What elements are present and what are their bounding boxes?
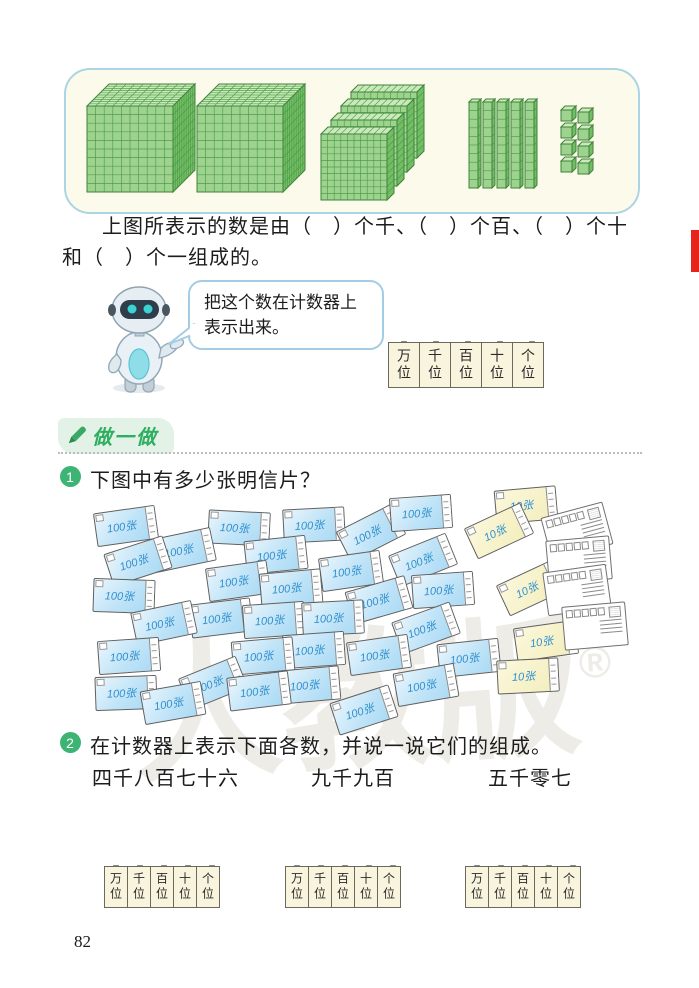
question-2-text: 在计数器上表示下面各数，并说一说它们的组成。 xyxy=(90,736,552,758)
place-label: 十位 xyxy=(177,872,192,902)
fill-in-question: 上图所表示的数是由（ ）个千、（ ）个百、（ ）个十 和（ ）个一组成的。 xyxy=(62,212,642,274)
robot-mascot xyxy=(108,286,185,393)
postcard-bundle-100: 100张 xyxy=(226,670,292,712)
place-label: 十位 xyxy=(489,348,505,382)
place-label: 百位 xyxy=(335,872,350,902)
place-label-box: 十位 xyxy=(173,866,197,908)
counter-rod xyxy=(390,865,396,866)
place-label: 十位 xyxy=(538,872,553,902)
place-label-box: 千位 xyxy=(127,866,151,908)
question-2-number: 2 xyxy=(60,732,81,753)
place-label-box: 千位 xyxy=(308,866,332,908)
place-label: 个位 xyxy=(561,872,576,902)
speech-text: 把这个数在计数器上表示出来。 xyxy=(204,293,357,337)
number-word-1: 四千八百七十六 xyxy=(92,768,239,790)
place-label: 千位 xyxy=(427,348,443,382)
place-label-box: 百位 xyxy=(511,866,535,908)
section-title: 做一做 xyxy=(92,427,158,449)
counter-rod xyxy=(113,865,119,866)
place-label: 千位 xyxy=(312,872,327,902)
base-ten-blocks-panel xyxy=(64,68,640,214)
postcard-bundle-100: 100张 xyxy=(345,633,413,677)
place-label-box: 万位 xyxy=(285,866,309,908)
counter-rod xyxy=(497,341,503,342)
page-edge-tab xyxy=(691,230,699,272)
counter-abacus-3: 万位千位百位十位个位 xyxy=(465,802,585,908)
counter-rod xyxy=(294,865,300,866)
counter-rod xyxy=(529,341,535,342)
section-banner: 做一做 xyxy=(58,418,174,454)
base-ten-blocks-illustration xyxy=(85,82,595,202)
counter-rod xyxy=(522,865,528,866)
postcard-bundle-100: 100张 xyxy=(392,662,460,708)
pencil-icon xyxy=(68,426,86,444)
postcard-bundle-10: 10张 xyxy=(496,657,560,695)
dotted-separator xyxy=(58,452,642,454)
question-1-text: 下图中有多少张明信片？ xyxy=(90,470,321,492)
page-number: 82 xyxy=(74,932,91,951)
place-label-box: 千位 xyxy=(419,342,451,388)
counter-rod xyxy=(498,865,504,866)
place-label: 万位 xyxy=(469,872,484,902)
place-label: 个位 xyxy=(520,348,536,382)
place-label-box: 十位 xyxy=(534,866,558,908)
place-label: 百位 xyxy=(458,348,474,382)
counter-abacus-2: 万位千位百位十位个位 xyxy=(285,802,405,908)
number-word-2: 九千九百 xyxy=(311,768,395,790)
place-label-box: 十位 xyxy=(354,866,378,908)
counter-rod xyxy=(161,865,167,866)
place-label: 万位 xyxy=(108,872,123,902)
counter-rod xyxy=(366,865,372,866)
place-label-box: 万位 xyxy=(104,866,128,908)
place-label: 个位 xyxy=(381,872,396,902)
question-1-number: 1 xyxy=(60,466,81,487)
fill-in-line-2: 和（ ）个一组成的。 xyxy=(62,247,272,269)
question-2: 2 在计数器上表示下面各数，并说一说它们的组成。 xyxy=(60,730,660,759)
place-label-box: 个位 xyxy=(557,866,581,908)
place-label-box: 百位 xyxy=(331,866,355,908)
place-label: 百位 xyxy=(154,872,169,902)
speech-bubble-tail xyxy=(168,323,196,345)
counter-rod xyxy=(546,865,552,866)
counter-rod xyxy=(185,865,191,866)
postcard-bundle-100: 100张 xyxy=(388,493,454,533)
place-label: 千位 xyxy=(131,872,146,902)
postcard-bundle-10: 10张 xyxy=(463,502,535,560)
place-label-box: 百位 xyxy=(150,866,174,908)
place-label: 百位 xyxy=(515,872,530,902)
counter-rod xyxy=(474,865,480,866)
place-label-box: 个位 xyxy=(377,866,401,908)
postcard-single xyxy=(561,601,629,651)
place-label-box: 百位 xyxy=(450,342,482,388)
place-label-box: 千位 xyxy=(488,866,512,908)
place-label: 个位 xyxy=(200,872,215,902)
place-label-box: 个位 xyxy=(196,866,220,908)
place-label: 千位 xyxy=(492,872,507,902)
counter-rod xyxy=(570,865,576,866)
counter-abacus: 万位千位百位十位个位 xyxy=(388,266,548,388)
place-label-box: 万位 xyxy=(388,342,420,388)
speech-bubble: 把这个数在计数器上表示出来。 xyxy=(188,280,384,350)
counter-rod xyxy=(401,341,407,342)
question-1: 1 下图中有多少张明信片？ xyxy=(60,464,321,493)
counter-rod xyxy=(433,341,439,342)
counter-rod xyxy=(465,341,471,342)
counter-rod xyxy=(209,865,215,866)
place-label: 十位 xyxy=(358,872,373,902)
place-label: 万位 xyxy=(289,872,304,902)
place-label-box: 万位 xyxy=(465,866,489,908)
counter-rod xyxy=(137,865,143,866)
number-words-row: 四千八百七十六 九千九百 五千零七 xyxy=(92,762,632,790)
counter-rod xyxy=(318,865,324,866)
place-label-box: 十位 xyxy=(481,342,513,388)
counter-rod xyxy=(342,865,348,866)
counter-abacus-1: 万位千位百位十位个位 xyxy=(104,802,224,908)
number-word-3: 五千零七 xyxy=(488,768,572,790)
postcard-bundle-100: 100张 xyxy=(96,636,162,676)
place-label-box: 个位 xyxy=(512,342,544,388)
fill-in-line-1: 上图所表示的数是由（ ）个千、（ ）个百、（ ）个十 xyxy=(102,216,628,238)
place-label: 万位 xyxy=(396,348,412,382)
